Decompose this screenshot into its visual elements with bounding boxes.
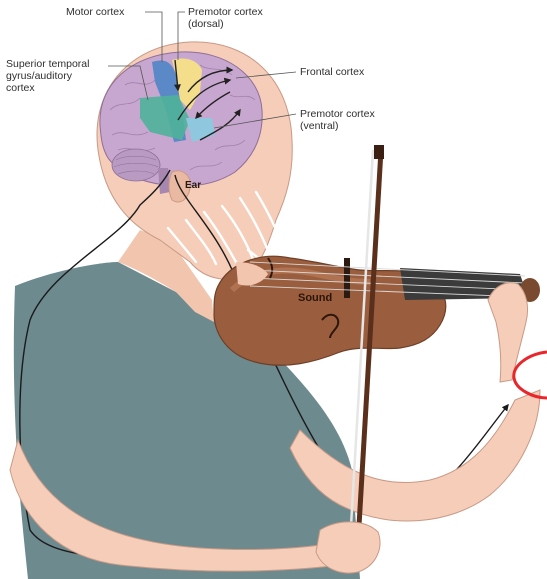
fingering-hand — [488, 283, 528, 382]
violin-bridge — [344, 258, 350, 298]
label-premotor-ventral: Premotor cortex (ventral) — [300, 108, 375, 132]
bow-hand — [316, 522, 380, 573]
annotation-mark — [514, 352, 547, 398]
label-frontal-cortex: Frontal cortex — [300, 66, 364, 78]
label-superior-temporal: Superior temporal gyrus/auditory cortex — [6, 58, 89, 94]
label-motor-cortex: Motor cortex — [66, 6, 124, 18]
label-ear: Ear — [185, 180, 201, 191]
label-sound: Sound — [298, 292, 332, 304]
label-premotor-dorsal: Premotor cortex (dorsal) — [188, 6, 263, 30]
